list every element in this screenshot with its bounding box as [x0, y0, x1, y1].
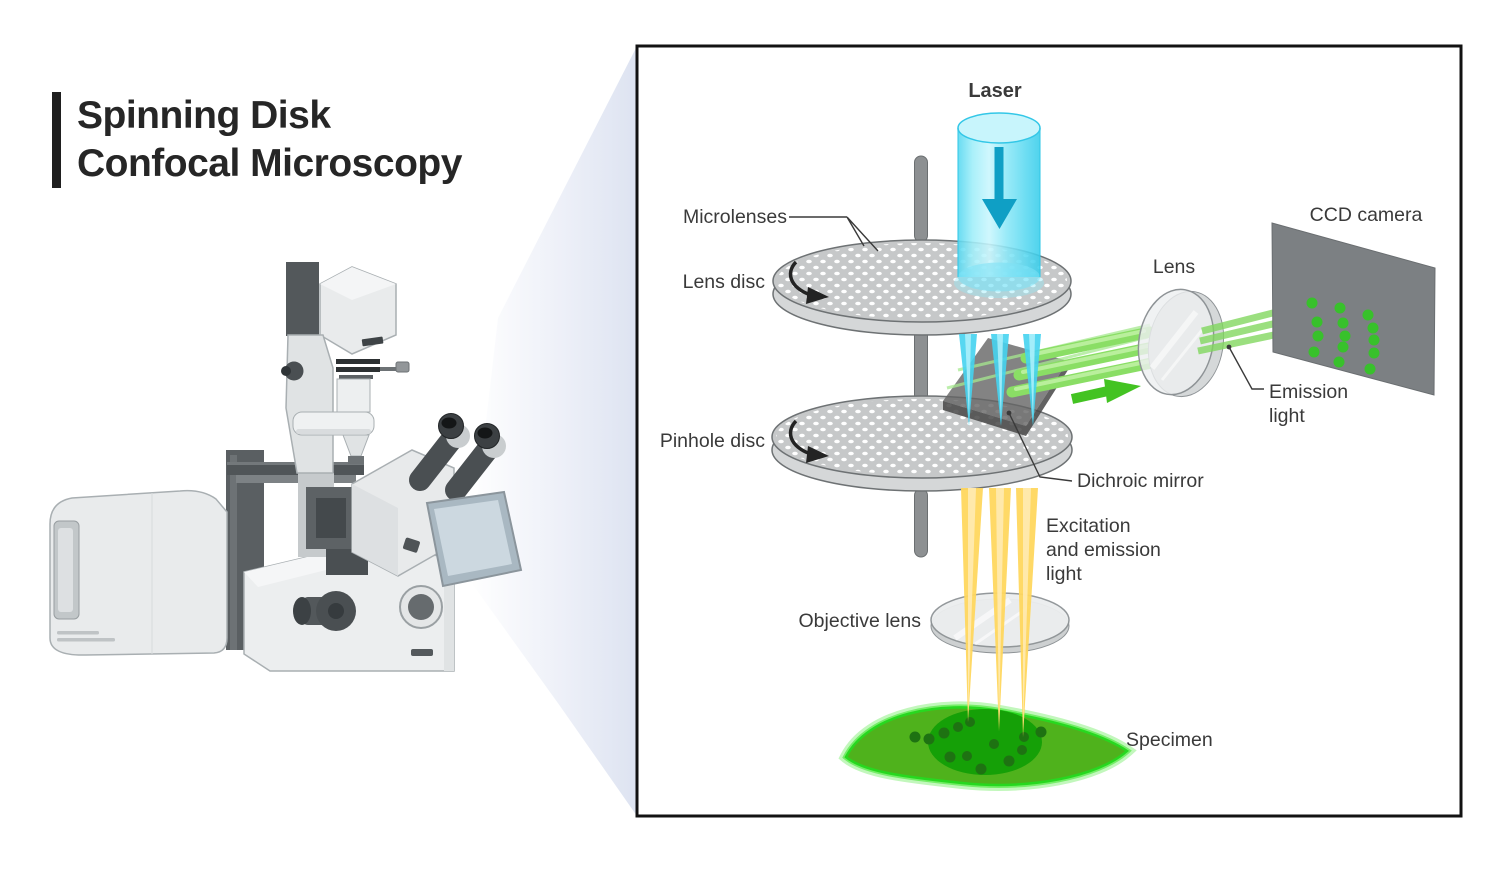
- cell-nucleus: [928, 709, 1042, 775]
- excitation-emission-label-line1: Excitation: [1046, 515, 1131, 537]
- emission-light-label-line1: Emission: [1269, 381, 1348, 403]
- laser-direction-arrow-icon: [982, 147, 1017, 229]
- microscope-camera-unit: [49, 489, 228, 656]
- page-title-line1: Spinning Disk: [77, 94, 331, 137]
- spinning-disk-diagram: Laser Microlenses Lens disc Pinhole disc…: [660, 80, 1436, 791]
- laser-label: Laser: [968, 80, 1022, 102]
- title-block: Spinning Disk Confocal Microscopy: [52, 92, 462, 188]
- specimen-label: Specimen: [1126, 729, 1213, 751]
- ccd-camera: [1271, 222, 1436, 396]
- excitation-cones-cyan: [959, 334, 1041, 426]
- microlenses-label: Microlenses: [683, 206, 787, 228]
- emission-light-label-line2: light: [1269, 405, 1305, 427]
- excitation-emission-label-line3: light: [1046, 563, 1082, 585]
- microscope-head: [351, 413, 523, 588]
- microscope-illustration: [49, 262, 523, 672]
- microscope-illumination-arm: [281, 262, 410, 474]
- pinhole-disc-label: Pinhole disc: [660, 430, 765, 452]
- dichroic-mirror-label: Dichroic mirror: [1077, 470, 1204, 492]
- lens-disc-label: Lens disc: [683, 271, 766, 293]
- condenser-nose: [342, 434, 370, 457]
- ccd-camera-label: CCD camera: [1310, 204, 1423, 226]
- cell-organelle-dots: [909, 717, 1047, 775]
- title-accent-bar: [52, 92, 61, 188]
- relay-lens: [1137, 288, 1225, 398]
- excitation-emission-label-line2: and emission: [1046, 539, 1161, 561]
- label-pointers: [789, 216, 1264, 482]
- ccd-signal-dots: [1306, 297, 1380, 375]
- diagram-box-border: [635, 44, 1463, 818]
- laser-beam: [957, 112, 1041, 292]
- excitation-cones-yellow: [961, 488, 1038, 737]
- lens-label: Lens: [1153, 256, 1196, 278]
- zoom-projection-beam: [468, 46, 637, 816]
- rotation-arrow-icon: [788, 419, 829, 463]
- microscope-body: [243, 551, 455, 672]
- page-title-line2: Confocal Microscopy: [77, 142, 462, 185]
- objective-lens-label: Objective lens: [799, 610, 922, 632]
- emission-direction-arrow-icon: [1070, 379, 1141, 404]
- specimen-cell: [838, 701, 1137, 791]
- rotation-arrow-icon: [788, 260, 829, 304]
- spindle-shaft: [914, 155, 928, 558]
- page-title: Spinning Disk Confocal Microscopy: [77, 92, 462, 188]
